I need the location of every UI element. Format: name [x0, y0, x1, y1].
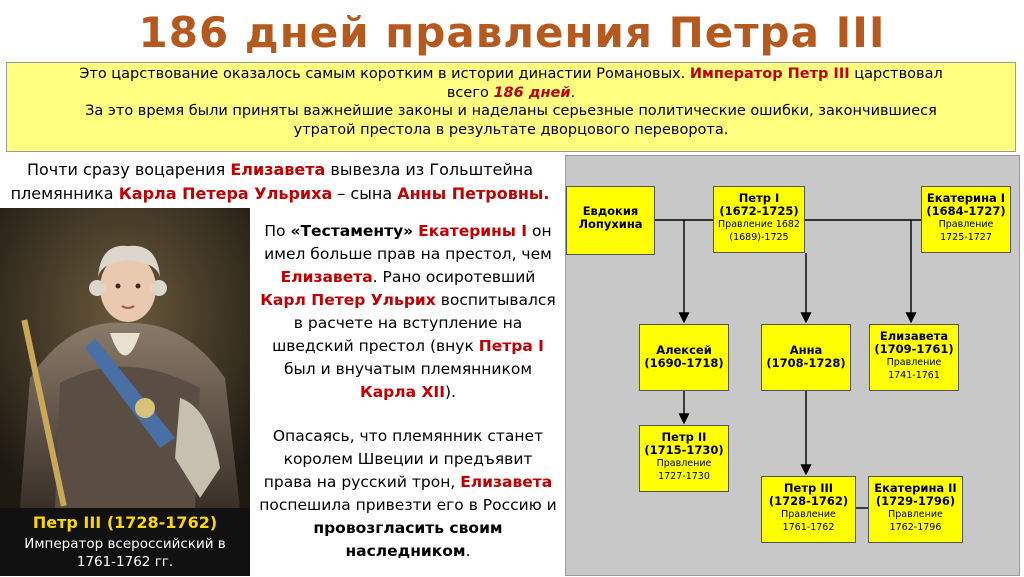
node-name: Петр III — [783, 481, 834, 495]
node-name: Екатерина II — [874, 481, 957, 495]
story-testament: «Тестаменту» — [290, 222, 414, 240]
node-name: Петр I — [738, 191, 780, 205]
node-ekaterina-2[interactable]: Екатерина II (1729-1796) Правление 1762-… — [868, 476, 963, 543]
intro-line-3: За это время были приняты важнейшие зако… — [85, 103, 937, 119]
node-petr-1[interactable]: Петр I (1672-1725) Правление 1682 (1689)… — [713, 186, 805, 253]
story-karl12: Карла XII — [360, 383, 445, 401]
story-text: По «Тестаменту» Екатерины I он имел боль… — [258, 220, 558, 563]
story-part: . Рано осиротевший — [372, 268, 536, 286]
node-name: Петр II — [661, 430, 707, 444]
lead-part: Почти сразу воцарения — [26, 160, 231, 179]
intro-text: всего — [446, 84, 494, 101]
node-reign: Правление — [656, 458, 712, 469]
story-elizaveta-2: Елизавета — [460, 473, 553, 491]
lead-part: племянника — [10, 184, 119, 203]
caption-line-2: 1761-1762 гг. — [76, 554, 174, 570]
story-part: он имел больше прав на престол, чем — [264, 222, 552, 263]
intro-line-1: Это царствование оказалось самым коротки… — [7, 65, 1015, 84]
node-reign: Правление — [938, 219, 994, 230]
node-reign: Правление 1682 — [718, 219, 800, 230]
node-dates: (1672-1725) — [719, 204, 799, 218]
intro-line-2: всего 186 дней. — [7, 84, 1015, 103]
node-name: Евдокия — [582, 204, 639, 218]
node-reign: 1762-1796 — [889, 522, 942, 533]
story-part: ). — [444, 383, 456, 401]
story-karl: Карл Петер Ульрих — [260, 291, 436, 309]
lead-part: вывезла из Гольштейна — [325, 160, 534, 179]
story-ekaterina: Екатерины I — [418, 222, 528, 240]
story-part: поспешила привезти его в Россию и — [259, 496, 557, 514]
node-name: Екатерина I — [926, 191, 1006, 205]
intro-text: Это царствование оказалось самым коротки… — [79, 66, 690, 82]
node-aleksey[interactable]: Алексей (1690-1718) — [639, 324, 729, 391]
intro-emperor: Император Петр III — [689, 66, 850, 82]
node-petr-2[interactable]: Петр II (1715-1730) Правление 1727-1730 — [639, 425, 729, 492]
node-reign: 1725-1727 — [940, 232, 992, 243]
story-part: . — [465, 542, 471, 560]
node-reign: Правление — [886, 357, 942, 368]
node-anna[interactable]: Анна (1708-1728) — [761, 324, 851, 391]
caption-line-1: Император всероссийский в — [24, 536, 226, 552]
node-dates: (1728-1762) — [768, 494, 849, 508]
node-petr-3[interactable]: Петр III (1728-1762) Правление 1761-1762 — [761, 476, 856, 543]
node-reign: 1741-1761 — [888, 370, 940, 381]
intro-days: 186 дней — [493, 84, 571, 101]
lead-karl: Карла Петера Ульриха — [118, 184, 333, 203]
story-part: Опасаясь, что племянник станет королем Ш… — [263, 427, 544, 491]
node-name: Елизавета — [879, 329, 949, 343]
story-proclaim: провозгласить своим наследником — [313, 519, 503, 560]
portrait-caption: Петр III (1728-1762) Император всероссий… — [0, 508, 250, 576]
node-name: Алексей — [656, 343, 712, 357]
lead-anna: Анны Петровны. — [397, 184, 550, 203]
portrait-image — [0, 208, 250, 508]
story-paragraph-2: Опасаясь, что племянник станет королем Ш… — [258, 425, 558, 563]
node-dates: (1684-1727) — [926, 204, 1006, 218]
node-dates: (1709-1761) — [874, 342, 954, 356]
node-dates: (1729-1796) — [875, 494, 956, 508]
node-evdokia[interactable]: Евдокия Лопухина — [566, 186, 655, 255]
story-petr1: Петра I — [478, 337, 544, 355]
node-reign: (1689)-1725 — [729, 232, 789, 243]
lead-elizaveta: Елизавета — [230, 160, 326, 179]
node-reign: Правление — [888, 509, 943, 520]
family-tree: Евдокия Лопухина Петр I (1672-1725) Прав… — [565, 155, 1020, 576]
node-dates: (1690-1718) — [644, 356, 724, 370]
intro-box: Это царствование оказалось самым коротки… — [6, 62, 1016, 152]
story-paragraph-1: По «Тестаменту» Екатерины I он имел боль… — [258, 220, 558, 404]
node-reign: 1727-1730 — [658, 471, 710, 482]
story-part: воспитывался в расчете на вступление на … — [272, 291, 556, 355]
intro-line-4: утратой престола в результате дворцового… — [293, 121, 729, 138]
node-dates: (1708-1728) — [766, 356, 846, 370]
node-reign: 1761-1762 — [782, 522, 835, 533]
intro-text: . — [570, 84, 576, 101]
intro-text: царствовал — [849, 66, 943, 82]
node-reign: Правление — [781, 509, 836, 520]
lead-text: Почти сразу воцарения Елизавета вывезла … — [0, 158, 560, 206]
story-elizaveta: Елизавета — [280, 268, 373, 286]
story-part: был и внучатым племянником — [283, 360, 533, 378]
node-elizaveta[interactable]: Елизавета (1709-1761) Правление 1741-176… — [869, 324, 959, 391]
node-name: Лопухина — [578, 217, 643, 231]
node-name: Анна — [789, 343, 823, 357]
node-dates: (1715-1730) — [644, 443, 724, 457]
caption-name: Петр III (1728-1762) — [32, 513, 218, 532]
node-ekaterina-1[interactable]: Екатерина I (1684-1727) Правление 1725-1… — [921, 186, 1011, 253]
story-part: По — [264, 222, 291, 240]
page-title: 186 дней правления Петра III — [138, 8, 886, 57]
lead-part: – сына — [332, 184, 398, 203]
